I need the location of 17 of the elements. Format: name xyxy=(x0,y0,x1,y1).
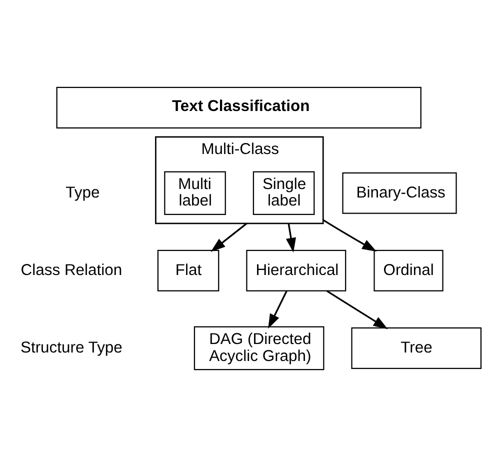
arrow xyxy=(286,223,296,253)
node-box: Multi label xyxy=(164,171,226,216)
node-box: Hierarchical xyxy=(246,250,346,292)
arrow xyxy=(322,219,377,252)
node-box: Text Classification xyxy=(56,86,422,128)
node-box: Ordinal xyxy=(374,250,444,292)
arrow xyxy=(268,290,288,329)
label: Class Relation xyxy=(20,262,122,279)
arrow xyxy=(326,290,388,330)
node-box: Flat xyxy=(157,250,220,292)
label: Structure Type xyxy=(20,339,122,356)
arrow xyxy=(210,222,248,252)
label: Type xyxy=(66,184,100,202)
node-box: Tree xyxy=(351,327,482,369)
node-box: Single label xyxy=(252,171,315,216)
node-box: DAG (Directed Acyclic Graph) xyxy=(194,326,324,370)
node-box: Binary-Class xyxy=(342,172,457,214)
